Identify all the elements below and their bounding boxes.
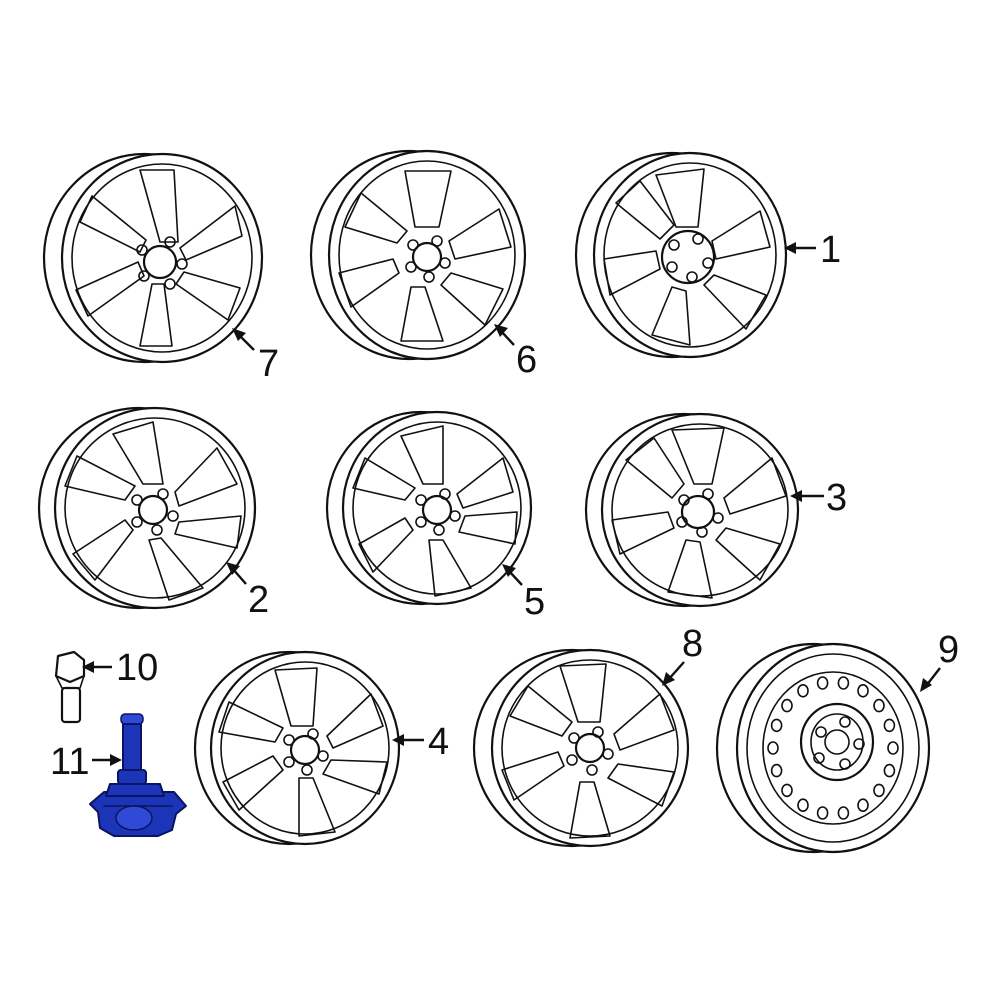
steel-wheel-hole [816,676,829,690]
wheel-2[interactable] [37,406,257,610]
steel-wheel-hole [887,741,899,755]
steel-wheel-hole [883,763,896,778]
callout-10: 10 [116,647,158,689]
wheel-8[interactable] [472,648,690,848]
callout-labels: 7 6 1 2 5 3 4 8 9 10 11 [50,229,959,783]
callout-7: 7 [258,343,279,385]
wheel-9-steel[interactable] [715,642,931,854]
callout-arrows [82,242,941,766]
callout-2: 2 [248,579,269,621]
steel-wheel-hole [883,718,896,733]
callout-3: 3 [826,477,847,519]
callout-9: 9 [938,629,959,671]
tpms-sensor-11[interactable] [89,713,187,837]
steel-wheel-hole [837,806,850,820]
steel-wheel-hole [873,783,885,798]
wheel-1[interactable] [574,151,788,359]
lug-bolt-10[interactable] [54,650,86,724]
steel-wheel-hole [781,698,793,713]
wheel-3[interactable] [584,412,800,608]
steel-wheel-hole [873,698,885,713]
callout-11: 11 [50,741,89,783]
steel-wheel-hole [837,676,850,690]
steel-wheel-hole [797,683,809,698]
steel-wheel-hole [797,798,809,813]
steel-wheel-hole [767,741,779,755]
steel-wheel-hole [816,806,829,820]
callout-4: 4 [428,721,449,763]
wheel-5[interactable] [325,410,533,606]
steel-wheel-hole [781,783,793,798]
wheel-7[interactable] [42,152,264,364]
callout-1: 1 [820,229,841,271]
steel-wheel-hole [857,683,869,698]
steel-wheel-hole [770,763,783,778]
callout-5: 5 [524,581,545,623]
steel-wheel-hole [857,798,869,813]
wheel-6[interactable] [309,149,527,361]
steel-wheel-hole [770,718,783,733]
callout-8: 8 [682,623,703,665]
wheel-4[interactable] [193,650,401,846]
callout-6: 6 [516,339,537,381]
